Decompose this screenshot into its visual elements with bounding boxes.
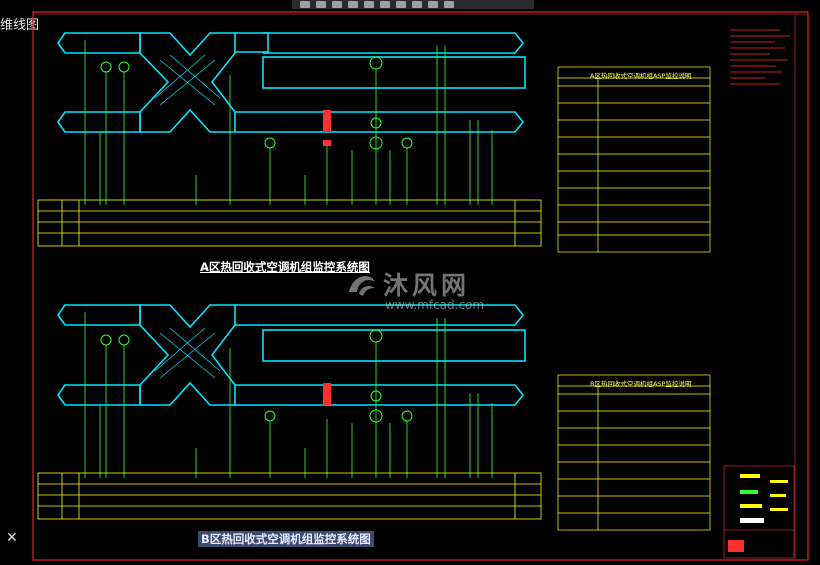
watermark: 沐风网 www.mfcad.com xyxy=(345,266,484,312)
system-b-ahu-body xyxy=(262,329,526,362)
system-b-exhaust-duct-left xyxy=(57,384,141,406)
system-b-return-duct xyxy=(235,384,525,406)
system-b-exchanger-hatch xyxy=(154,327,221,379)
drawing-border xyxy=(32,11,809,561)
system-a-return-duct xyxy=(235,111,525,133)
system-a-signal-lines xyxy=(84,40,493,205)
cad-toolbar xyxy=(292,0,534,9)
watermark-logo-icon xyxy=(349,276,375,296)
system-a-supply-duct xyxy=(263,32,525,54)
toolbar-button-4[interactable] xyxy=(348,1,358,8)
toolbar-button-3[interactable] xyxy=(332,1,342,8)
system-a-caption: A区热回收式空调机组监控系统图 xyxy=(200,260,370,274)
design-notes xyxy=(730,29,790,85)
system-a-exhaust-duct-left xyxy=(57,111,141,133)
system-a-heating-coil xyxy=(323,110,331,132)
system-b-diagram xyxy=(37,304,711,531)
toolbar-button-1[interactable] xyxy=(300,1,310,8)
toolbar-button-9[interactable] xyxy=(428,1,438,8)
title-block xyxy=(723,465,795,559)
system-b-fresh-air-duct-left xyxy=(57,304,141,326)
system-b-terminal-table xyxy=(37,472,542,520)
toolbar-button-6[interactable] xyxy=(380,1,390,8)
system-b-supply-duct xyxy=(235,304,525,326)
system-b-heating-coil xyxy=(323,383,331,405)
system-a-ahu-body xyxy=(262,56,526,89)
toolbar-button-7[interactable] xyxy=(396,1,406,8)
toolbar-button-2[interactable] xyxy=(316,1,326,8)
system-a-control-table xyxy=(557,66,711,253)
crosshair-cursor-icon: ✕ xyxy=(6,530,18,546)
system-a-terminal-table xyxy=(37,199,542,247)
system-a-supply-duct-start xyxy=(235,32,269,53)
toolbar-button-5[interactable] xyxy=(364,1,374,8)
system-b-heat-exchanger xyxy=(139,304,236,406)
system-a-table-header: A区热回收式空调机组ASP监控说明 xyxy=(590,72,692,80)
system-b-ducts xyxy=(57,304,526,406)
system-a-ducts xyxy=(57,32,526,133)
system-a-exchanger-hatch xyxy=(154,54,221,106)
system-b-signal-lines xyxy=(84,312,493,478)
watermark-url: www.mfcad.com xyxy=(385,298,485,312)
system-a-valve-marker xyxy=(323,140,331,146)
toolbar-button-10[interactable] xyxy=(444,1,454,8)
drawing-tab-label[interactable]: 维线图 xyxy=(0,18,40,33)
system-b-caption[interactable]: B区热回收式空调机组监控系统图 xyxy=(198,531,374,547)
toolbar-button-8[interactable] xyxy=(412,1,422,8)
system-b-control-table xyxy=(557,374,711,531)
system-b-table-header: B区热回收式空调机组ASP监控说明 xyxy=(590,380,692,388)
watermark-logo-text: 沐风网 xyxy=(383,271,471,300)
system-a-fresh-air-duct-left xyxy=(57,32,141,54)
system-a-diagram xyxy=(37,32,711,253)
